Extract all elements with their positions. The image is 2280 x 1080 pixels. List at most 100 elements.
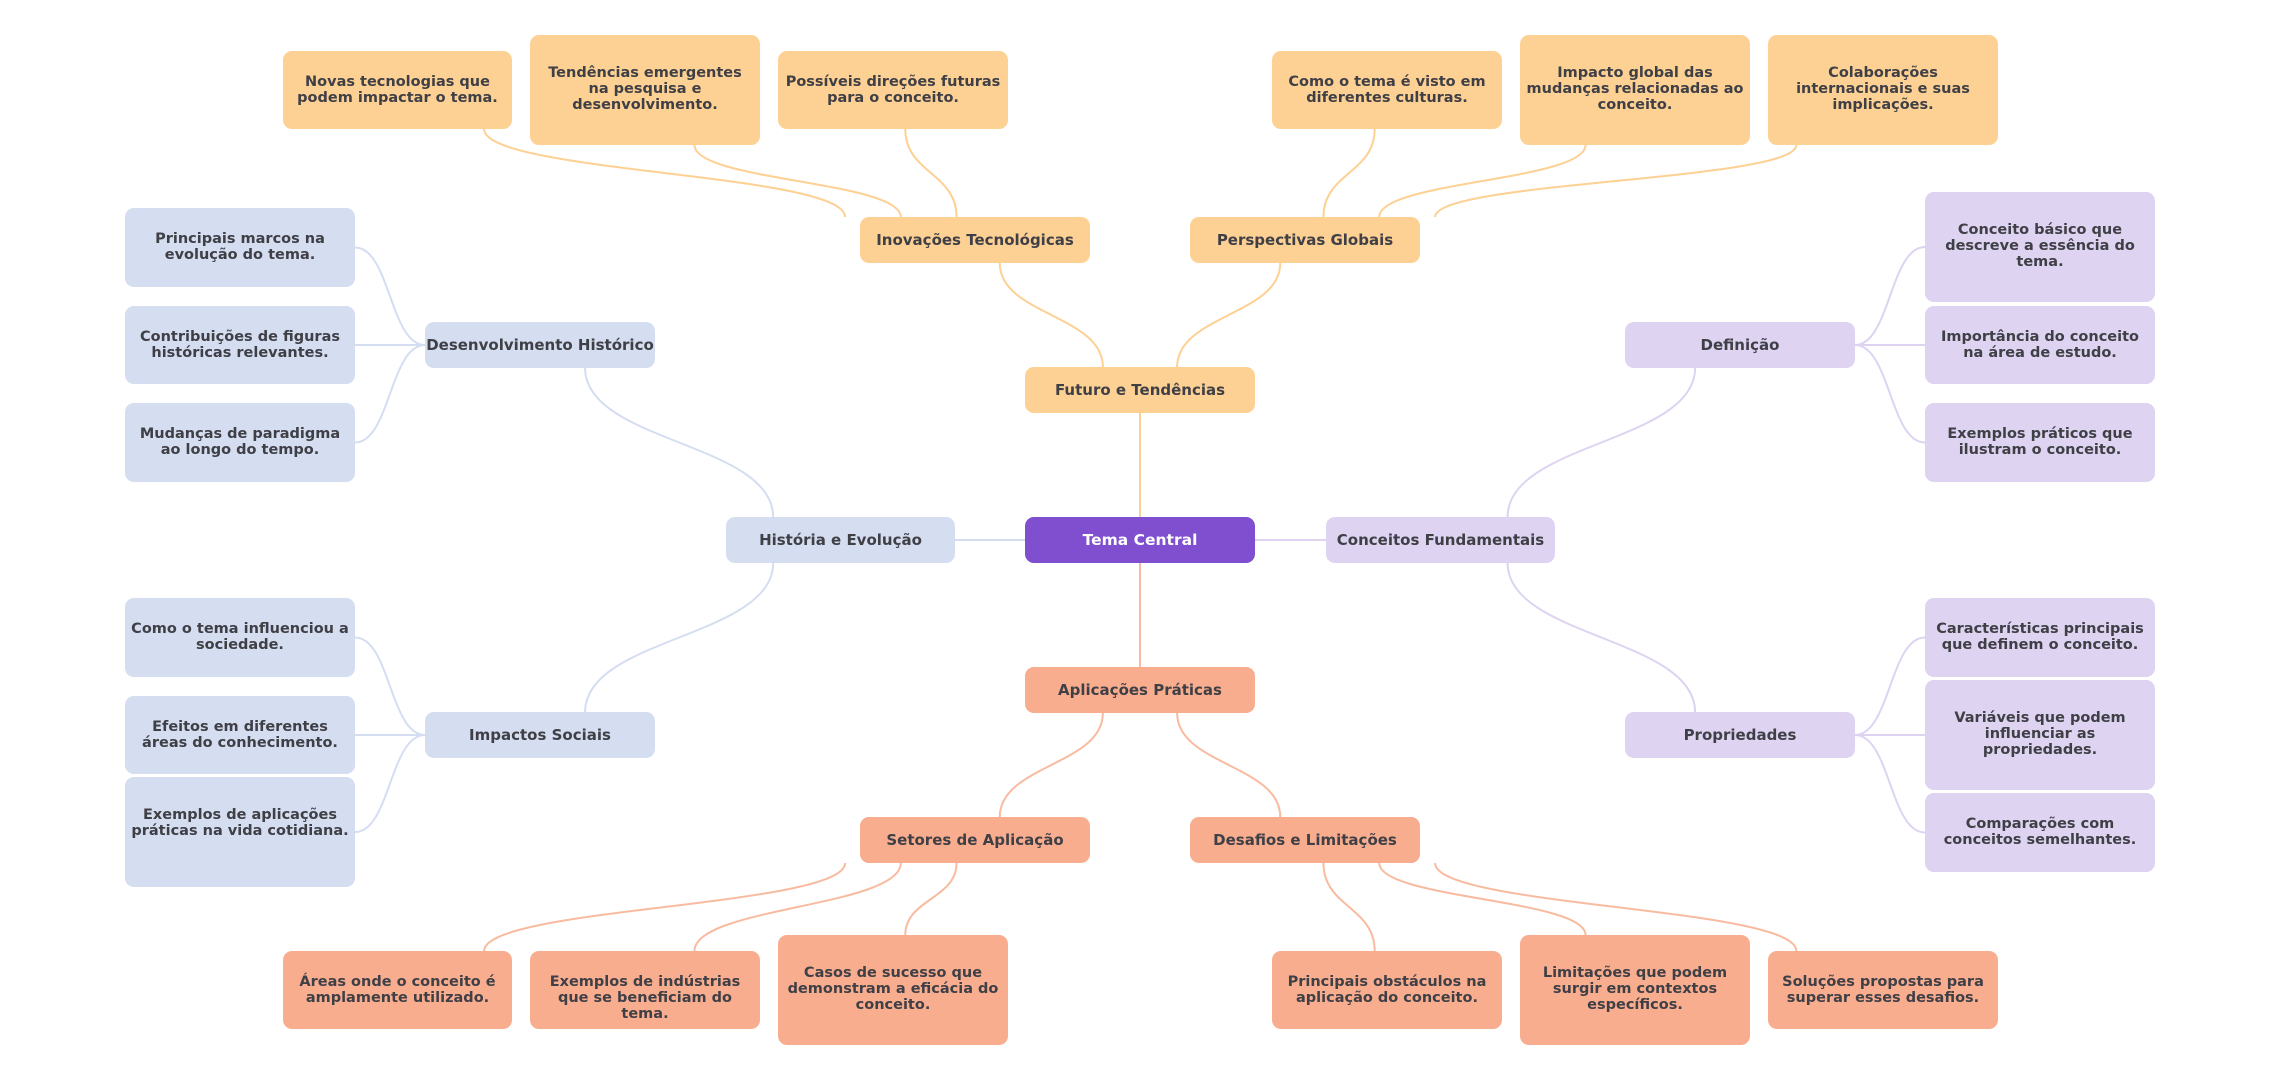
- link-setores-areas: [483, 862, 847, 952]
- link-definicao-basico: [1854, 246, 1926, 346]
- node-label: Tendências emergentes na pesquisa e dese…: [548, 65, 742, 113]
- leaf-variaveis[interactable]: Variáveis que podem influenciar as propr…: [1925, 680, 2155, 790]
- node-label: Exemplos práticos que ilustram o conceit…: [1947, 426, 2133, 458]
- node-label: Contribuições de figuras históricas rele…: [140, 329, 340, 361]
- leaf-areas-utilizado[interactable]: Áreas onde o conceito é amplamente utili…: [283, 951, 512, 1029]
- link-definicao-exemplos: [1854, 344, 1926, 444]
- leaf-casos-sucesso[interactable]: Casos de sucesso que demonstram a eficác…: [778, 935, 1008, 1045]
- node-label: História e Evolução: [759, 531, 922, 549]
- leaf-tendencias-emergentes[interactable]: Tendências emergentes na pesquisa e dese…: [530, 35, 760, 145]
- link-perspectivas-como: [1322, 128, 1376, 218]
- node-desenvolvimento-historico[interactable]: Desenvolvimento Histórico: [425, 322, 655, 368]
- node-label: Aplicações Práticas: [1058, 681, 1222, 699]
- link-perspectivas-colab: [1434, 144, 1798, 218]
- link-conceitos-propriedades: [1506, 562, 1697, 713]
- leaf-importancia-conceito[interactable]: Importância do conceito na área de estud…: [1925, 306, 2155, 384]
- node-label: Conceitos Fundamentais: [1336, 531, 1545, 549]
- node-label: Variáveis que podem influenciar as propr…: [1954, 710, 2126, 758]
- node-label: Possíveis direções futuras para o concei…: [785, 74, 1001, 106]
- link-setores-industrias: [693, 862, 902, 952]
- node-impactos-sociais[interactable]: Impactos Sociais: [425, 712, 655, 758]
- node-label: Definição: [1700, 336, 1780, 354]
- link-impactos-influenciou: [354, 636, 426, 736]
- link-impactos-exemplos: [354, 734, 426, 833]
- node-tema-central[interactable]: Tema Central: [1025, 517, 1255, 563]
- leaf-principais-obstaculos[interactable]: Principais obstáculos na aplicação do co…: [1272, 951, 1502, 1029]
- node-inovacoes-tecnologicas[interactable]: Inovações Tecnológicas: [860, 217, 1090, 263]
- leaf-limitacoes-contextos[interactable]: Limitações que podem surgir em contextos…: [1520, 935, 1750, 1045]
- node-label: Áreas onde o conceito é amplamente utili…: [299, 974, 496, 1006]
- link-desafios-limitacoes: [1378, 862, 1587, 936]
- link-aplicacoes-desafios: [1176, 712, 1282, 818]
- node-conceitos-fundamentais[interactable]: Conceitos Fundamentais: [1326, 517, 1555, 563]
- leaf-contribuicoes-figuras[interactable]: Contribuições de figuras históricas rele…: [125, 306, 355, 384]
- node-futuro-e-tendencias[interactable]: Futuro e Tendências: [1025, 367, 1255, 413]
- link-perspectivas-impacto: [1378, 144, 1587, 218]
- node-label: Propriedades: [1683, 726, 1797, 744]
- leaf-comparacoes[interactable]: Comparações com conceitos semelhantes.: [1925, 793, 2155, 872]
- node-label: Casos de sucesso que demonstram a eficác…: [787, 965, 999, 1013]
- leaf-principais-marcos[interactable]: Principais marcos na evolução do tema.: [125, 208, 355, 287]
- node-label: Efeitos em diferentes áreas do conhecime…: [142, 719, 338, 751]
- node-label: Como o tema é visto em diferentes cultur…: [1288, 74, 1486, 106]
- node-label: Desafios e Limitações: [1213, 831, 1397, 849]
- link-desenv-mudancas: [354, 344, 426, 444]
- node-definicao[interactable]: Definição: [1625, 322, 1855, 368]
- leaf-como-influenciou[interactable]: Como o tema influenciou a sociedade.: [125, 598, 355, 677]
- leaf-exemplos-praticos[interactable]: Exemplos práticos que ilustram o conceit…: [1925, 403, 2155, 482]
- link-futuro-inovacoes: [998, 262, 1104, 368]
- leaf-conceito-basico[interactable]: Conceito básico que descreve a essência …: [1925, 192, 2155, 302]
- node-label: Exemplos de aplicações práticas na vida …: [131, 807, 349, 839]
- leaf-impacto-global[interactable]: Impacto global das mudanças relacionadas…: [1520, 35, 1750, 145]
- node-label: Inovações Tecnológicas: [876, 231, 1074, 249]
- link-desafios-obstaculos: [1322, 862, 1376, 952]
- link-historia-desenv: [584, 367, 775, 518]
- link-conceitos-definicao: [1506, 367, 1697, 518]
- leaf-novas-tecnologias[interactable]: Novas tecnologias que podem impactar o t…: [283, 51, 512, 129]
- node-desafios-e-limitacoes[interactable]: Desafios e Limitações: [1190, 817, 1420, 863]
- node-label: Impacto global das mudanças relacionadas…: [1526, 65, 1744, 113]
- leaf-caracteristicas[interactable]: Características principais que definem o…: [1925, 598, 2155, 677]
- node-label: Perspectivas Globais: [1216, 231, 1394, 249]
- node-label: Desenvolvimento Histórico: [426, 336, 654, 354]
- link-desafios-solucoes: [1434, 862, 1798, 952]
- node-label: Limitações que podem surgir em contextos…: [1542, 965, 1728, 1013]
- node-historia-e-evolucao[interactable]: História e Evolução: [726, 517, 955, 563]
- leaf-solucoes-propostas[interactable]: Soluções propostas para superar esses de…: [1768, 951, 1998, 1029]
- node-perspectivas-globais[interactable]: Perspectivas Globais: [1190, 217, 1420, 263]
- node-label: Importância do conceito na área de estud…: [1941, 329, 2139, 361]
- leaf-efeitos-areas[interactable]: Efeitos em diferentes áreas do conhecime…: [125, 696, 355, 774]
- leaf-exemplos-industrias[interactable]: Exemplos de indústrias que se beneficiam…: [530, 951, 760, 1029]
- node-label: Setores de Aplicação: [886, 831, 1064, 849]
- link-propriedades-caracteristicas: [1854, 636, 1926, 736]
- node-label: Principais marcos na evolução do tema.: [155, 231, 325, 263]
- leaf-colaboracoes-internacionais[interactable]: Colaborações internacionais e suas impli…: [1768, 35, 1998, 145]
- node-label: Futuro e Tendências: [1054, 381, 1226, 399]
- node-label: Mudanças de paradigma ao longo do tempo.: [139, 426, 341, 458]
- node-propriedades[interactable]: Propriedades: [1625, 712, 1855, 758]
- link-inovacoes-possiveis: [904, 128, 958, 218]
- node-label: Conceito básico que descreve a essência …: [1945, 222, 2135, 270]
- node-label: Como o tema influenciou a sociedade.: [131, 621, 349, 653]
- link-setores-casos: [904, 862, 958, 936]
- node-label: Características principais que definem o…: [1936, 621, 2144, 653]
- node-aplicacoes-praticas[interactable]: Aplicações Práticas: [1025, 667, 1255, 713]
- node-label: Colaborações internacionais e suas impli…: [1796, 65, 1970, 113]
- node-label: Soluções propostas para superar esses de…: [1782, 974, 1984, 1006]
- leaf-como-visto-culturas[interactable]: Como o tema é visto em diferentes cultur…: [1272, 51, 1502, 129]
- leaf-exemplos-aplicacoes[interactable]: Exemplos de aplicações práticas na vida …: [125, 777, 355, 887]
- node-label: Comparações com conceitos semelhantes.: [1943, 816, 2137, 848]
- leaf-mudancas-paradigma[interactable]: Mudanças de paradigma ao longo do tempo.: [125, 403, 355, 482]
- node-setores-de-aplicacao[interactable]: Setores de Aplicação: [860, 817, 1090, 863]
- link-historia-impactos: [584, 562, 775, 713]
- node-label: Impactos Sociais: [469, 726, 611, 744]
- node-label: Principais obstáculos na aplicação do co…: [1287, 974, 1487, 1006]
- leaf-possiveis-direcoes[interactable]: Possíveis direções futuras para o concei…: [778, 51, 1008, 129]
- link-inovacoes-novas: [483, 128, 847, 218]
- link-inovacoes-tendencias: [693, 144, 902, 218]
- link-propriedades-comparacoes: [1854, 734, 1926, 834]
- link-desenv-marcos: [354, 246, 426, 346]
- node-label: Novas tecnologias que podem impactar o t…: [297, 74, 498, 106]
